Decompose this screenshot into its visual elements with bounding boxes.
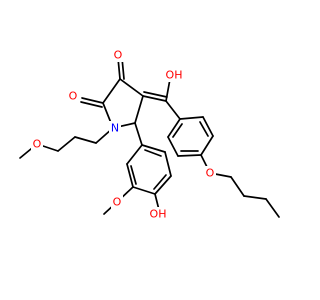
ring-nitrogen: N <box>111 122 119 135</box>
ether-oxygen-chain: O <box>33 138 42 151</box>
enol-hydroxyl: OH <box>166 69 183 82</box>
carbonyl-oxygen-top: O <box>114 49 123 62</box>
bond-skeleton <box>19 57 280 218</box>
phenol-hydroxyl: OH <box>150 208 167 221</box>
carbonyl-oxygen-left: O <box>69 90 78 103</box>
molecule-structure: O O OH N O O O OH <box>19 48 280 221</box>
methoxy-oxygen: O <box>113 196 122 209</box>
atom-labels: O O OH N O O O OH <box>31 48 216 221</box>
butoxy-oxygen: O <box>206 167 215 180</box>
